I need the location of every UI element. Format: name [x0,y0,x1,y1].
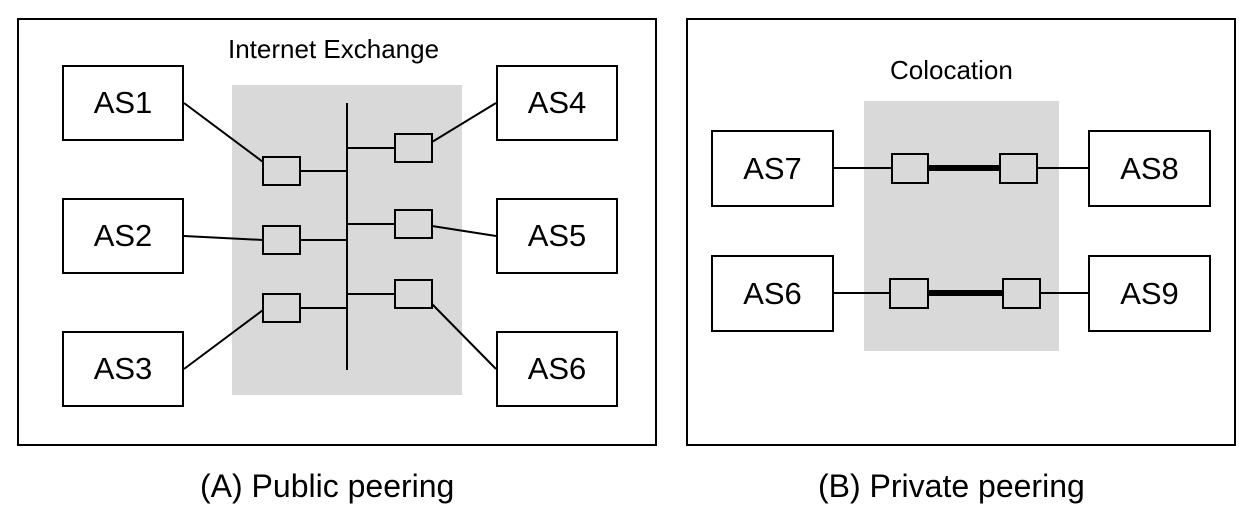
port-as8 [999,153,1038,184]
node-as6-public: AS6 [496,331,618,407]
node-as2: AS2 [62,198,184,274]
link-as6 [431,303,497,370]
node-as6-private: AS6 [711,255,834,332]
link-as2 [183,235,264,241]
node-as5: AS5 [496,198,618,274]
port-as1 [262,156,301,186]
colocation-label: Colocation [890,55,1013,85]
colocation-region [864,101,1059,351]
node-as7: AS7 [711,130,834,207]
node-as3: AS3 [62,331,184,407]
caption-public-peering: (A) Public peering [200,468,455,504]
port-as7 [891,153,929,184]
port-as4 [394,133,433,163]
node-as9: AS9 [1088,255,1211,332]
link-as3 [183,309,264,370]
port-as5 [394,209,433,239]
node-as4: AS4 [496,65,618,141]
link-as4 [431,102,497,143]
port-as6 [394,279,433,309]
link-as1 [183,102,264,163]
node-as1: AS1 [62,65,184,141]
port-as6-private [889,278,929,309]
port-as9 [1002,278,1041,309]
caption-private-peering: (B) Private peering [818,468,1085,504]
port-as3 [262,293,301,323]
node-as8: AS8 [1088,130,1211,207]
port-as2 [262,225,301,255]
internet-exchange-label: Internet Exchange [228,34,440,64]
link-as5 [431,225,497,237]
